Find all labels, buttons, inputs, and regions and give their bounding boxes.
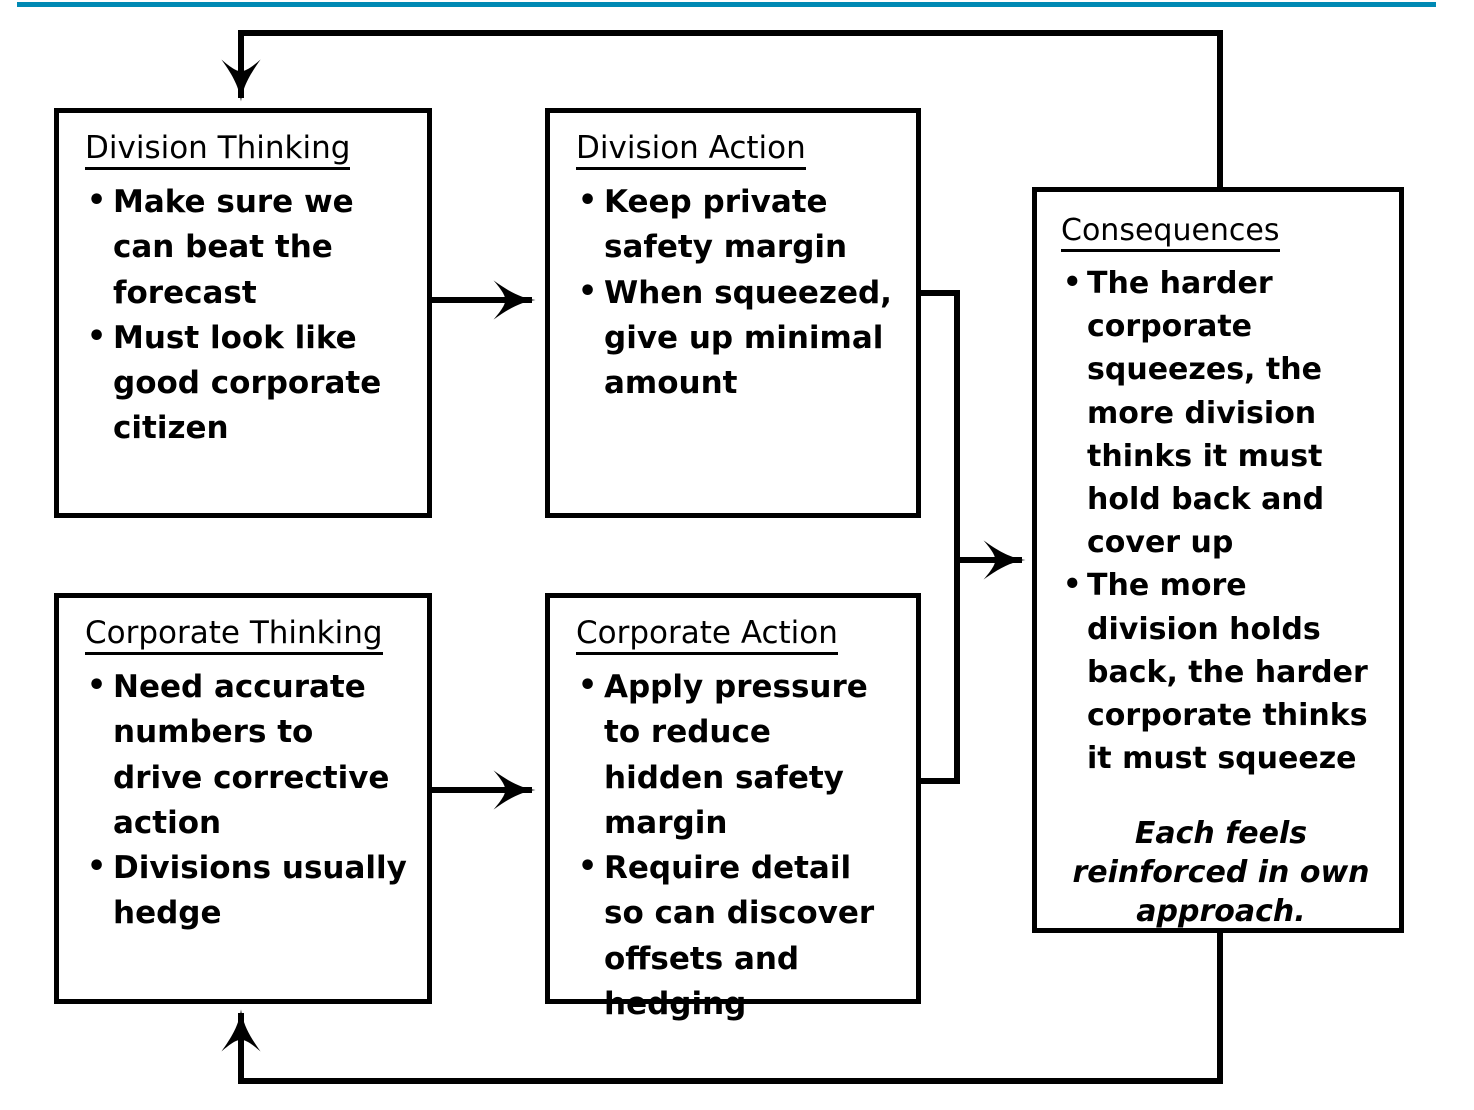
list-item: Make sure we can beat the forecast [85, 179, 407, 316]
list-item: Apply pressure to reduce hidden safety m… [576, 664, 896, 846]
connector-corporate-action-to-consequences [921, 560, 960, 784]
node-title-division-thinking: Division Thinking [85, 131, 351, 171]
node-consequences[interactable]: Consequences The harder corporate squeez… [1032, 187, 1404, 933]
list-item: The more division holds back, the harder… [1061, 563, 1381, 780]
node-title-consequences: Consequences [1061, 214, 1280, 252]
connector-division-action-to-consequences [921, 290, 960, 560]
list-item: Require detail so can discover offsets a… [576, 845, 896, 1027]
list-item: When squeezed, give up minimal amount [576, 270, 896, 407]
list-item: Need accurate numbers to drive correctiv… [85, 664, 407, 846]
bullet-list-corporate-thinking: Need accurate numbers to drive correctiv… [85, 664, 407, 937]
node-title-corporate-thinking: Corporate Thinking [85, 616, 383, 656]
list-item: Must look like good corporate citizen [85, 315, 407, 452]
bullet-list-consequences: The harder corporate squeezes, the more … [1061, 261, 1381, 780]
bullet-list-division-thinking: Make sure we can beat the forecast Must … [85, 179, 407, 452]
bullet-list-division-action: Keep private safety margin When squeezed… [576, 179, 896, 407]
list-item: The harder corporate squeezes, the more … [1061, 261, 1381, 564]
node-corporate-action[interactable]: Corporate Action Apply pressure to reduc… [545, 593, 921, 1022]
consequences-summary-note: Each feels reinforced in own approach. [1072, 816, 1370, 930]
list-item: Divisions usually hedge [85, 845, 407, 937]
node-division-action[interactable]: Division Action Keep private safety marg… [545, 108, 921, 518]
node-title-corporate-action: Corporate Action [576, 616, 838, 656]
bullet-list-corporate-action: Apply pressure to reduce hidden safety m… [576, 664, 896, 1027]
node-division-thinking[interactable]: Division Thinking Make sure we can beat … [54, 108, 432, 518]
list-item: Keep private safety margin [576, 179, 896, 271]
node-title-division-action: Division Action [576, 131, 806, 171]
node-corporate-thinking[interactable]: Corporate Thinking Need accurate numbers… [54, 593, 432, 1004]
accent-rule [17, 2, 1436, 7]
